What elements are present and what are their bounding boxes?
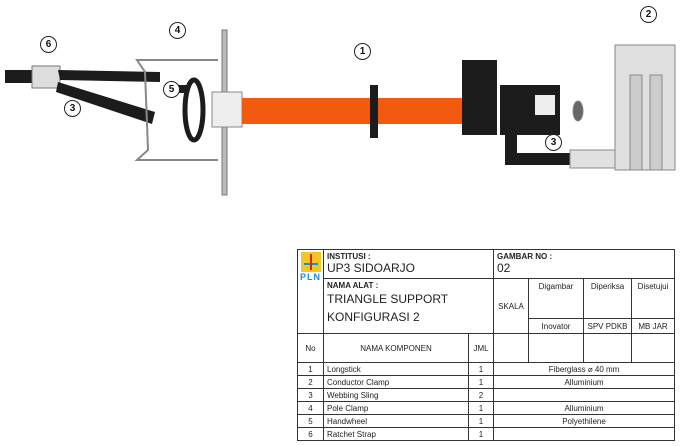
pole-clamp	[134, 29, 243, 196]
callout-2: 2	[640, 6, 657, 23]
row-name: Pole Clamp	[323, 401, 469, 415]
row-no: 3	[297, 388, 324, 402]
empty-cell	[630, 333, 676, 363]
nama-alat-cell: NAMA ALAT : TRIANGLE SUPPORT KONFIGURASI…	[323, 278, 494, 334]
row-no: 1	[297, 362, 324, 376]
role-digambar: Digambar	[528, 278, 584, 319]
institusi-label: INSTITUSI :	[327, 252, 371, 261]
nama-alat-line1: TRIANGLE SUPPORT	[327, 292, 449, 306]
skala-cell: SKALA	[493, 278, 529, 334]
row-name: Webbing Sling	[323, 388, 469, 402]
row-no: 6	[297, 427, 324, 441]
nama-alat-label: NAMA ALAT :	[327, 281, 379, 290]
callout-4: 4	[169, 22, 186, 39]
institusi-value: UP3 SIDOARJO	[327, 261, 416, 275]
row-qty: 1	[468, 401, 494, 415]
signer-mb-jar: MB JAR	[630, 318, 676, 334]
row-material: Alluminium	[492, 375, 676, 389]
row-qty: 1	[468, 414, 494, 428]
row-qty: 1	[468, 375, 494, 389]
row-qty: 1	[468, 362, 494, 376]
row-qty: 1	[468, 427, 494, 441]
row-name: Longstick	[323, 362, 469, 376]
row-no: 5	[297, 414, 324, 428]
gambar-value: 02	[497, 261, 511, 275]
signer-inovator: Inovator	[528, 318, 584, 334]
conductor-clamp-adapter	[462, 60, 580, 165]
callout-6: 6	[40, 36, 57, 53]
row-material	[492, 427, 676, 441]
header-no: No	[297, 333, 324, 363]
callout-5: 5	[163, 81, 180, 98]
stopper-ring	[370, 85, 378, 138]
gambar-cell: GAMBAR NO : 02	[492, 249, 676, 279]
row-material: Polyethilene	[492, 414, 676, 428]
header-nama-komponen: NAMA KOMPONEN	[323, 333, 469, 363]
row-name: Conductor Clamp	[323, 375, 469, 389]
institusi-cell: INSTITUSI : UP3 SIDOARJO	[323, 249, 494, 279]
callout-3-left: 3	[64, 100, 81, 117]
role-diperiksa: Diperiksa	[583, 278, 632, 319]
gambar-label: GAMBAR NO :	[497, 252, 553, 261]
nama-alat-line2: KONFIGURASI 2	[327, 310, 420, 324]
role-disetujui: Disetujui	[630, 278, 676, 319]
row-no: 4	[297, 401, 324, 415]
row-material	[492, 388, 676, 402]
empty-cell	[528, 333, 584, 363]
callout-3-right: 3	[545, 134, 562, 151]
longstick	[242, 98, 497, 124]
conductor-clamp	[569, 44, 676, 171]
row-name: Ratchet Strap	[323, 427, 469, 441]
title-block: PLN INSTITUSI : UP3 SIDOARJO GAMBAR NO :…	[297, 249, 676, 441]
pln-logo-icon	[300, 252, 321, 272]
assembly-drawing	[5, 29, 676, 196]
pln-logo: PLN	[297, 249, 324, 334]
row-no: 2	[297, 375, 324, 389]
empty-cell	[493, 333, 529, 363]
callout-1: 1	[354, 43, 371, 60]
row-material: Fiberglass ⌀ 40 mm	[492, 362, 676, 376]
pln-logo-text: PLN	[300, 272, 321, 282]
ratchet-strap	[5, 65, 61, 89]
row-material: Alluminium	[492, 401, 676, 415]
signer-spv-pdkb: SPV PDKB	[583, 318, 632, 334]
webbing-sling	[56, 70, 160, 124]
empty-cell	[583, 333, 632, 363]
row-name: Handwheel	[323, 414, 469, 428]
header-jml: JML	[468, 333, 494, 363]
row-qty: 2	[468, 388, 494, 402]
